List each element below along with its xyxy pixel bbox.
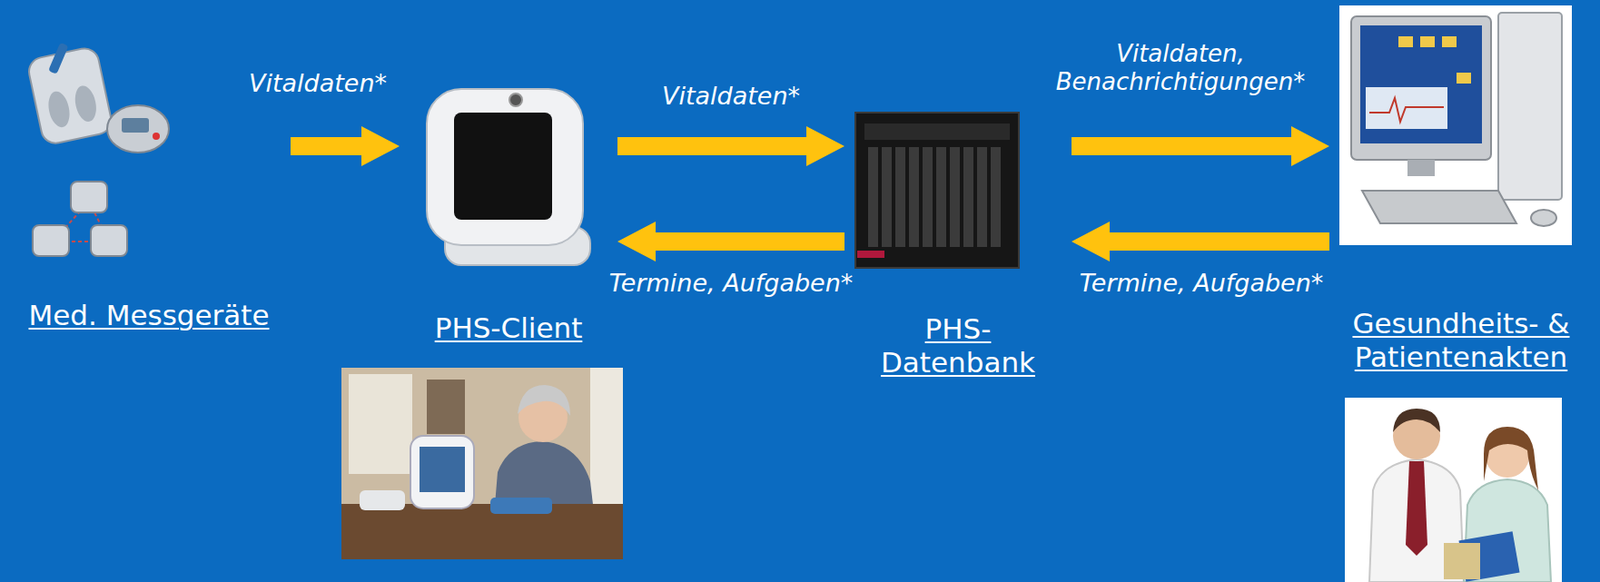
blade (990, 147, 1001, 247)
blade (922, 147, 933, 247)
sensor-box (90, 225, 128, 257)
component-label: Med. Messgeräte (28, 298, 269, 333)
flow-label: Vitaldaten* (248, 69, 387, 99)
photo-background (341, 367, 623, 560)
monitor-screen (1360, 25, 1482, 144)
blade (895, 147, 906, 247)
picture-frame (426, 379, 465, 435)
blade (908, 147, 919, 247)
doctor-hair (1392, 408, 1441, 433)
flow-arrow (617, 126, 845, 167)
mouse (1530, 209, 1557, 227)
meter-device (107, 105, 169, 153)
table (341, 503, 623, 560)
medical-devices (24, 35, 169, 257)
folder (1443, 543, 1481, 580)
blade (936, 147, 947, 247)
rack-body (855, 112, 1019, 268)
folder-icon (1456, 72, 1472, 84)
server-rack (855, 112, 1019, 268)
monitor-stand (1407, 159, 1435, 177)
flow-label: Termine, Aufgaben* (609, 268, 854, 298)
component-label: Gesundheits- & Patientenakten (1331, 306, 1591, 375)
device-housing (426, 88, 583, 246)
flow-arrow (1071, 221, 1330, 262)
monitor-frame (1351, 16, 1492, 160)
client-screen-small (419, 446, 465, 493)
blade-slots (868, 147, 1001, 247)
sensor-box (32, 225, 70, 257)
photo-background (1344, 397, 1562, 582)
component-node: PHS- Datenbank (844, 108, 1072, 380)
meter-screen (121, 118, 149, 133)
component-node: Gesundheits- & Patientenakten (1329, 3, 1593, 375)
folder-icon (1420, 36, 1435, 48)
client-device-small (410, 435, 475, 509)
rack-accent (857, 250, 885, 258)
device-body (26, 46, 114, 147)
component-node: PHS-Client (399, 83, 618, 346)
tower-case (1498, 12, 1562, 200)
flow-arrow (290, 126, 400, 167)
device-handle (48, 42, 69, 75)
foot-pad (45, 89, 73, 130)
component-label: PHS- Datenbank (862, 312, 1054, 380)
foot-pad (71, 83, 99, 124)
sensor-box (70, 181, 108, 213)
component-label: PHS-Client (434, 311, 583, 346)
doctors-photo (1344, 397, 1562, 582)
blade (881, 147, 892, 247)
device-screen (454, 112, 553, 220)
patient-photo (341, 367, 623, 560)
component-node: Med. Messgeräte (7, 36, 291, 333)
flow-arrow (617, 221, 845, 262)
cuff-device (359, 490, 405, 511)
blade (949, 147, 960, 247)
window (348, 374, 413, 475)
ecg-line (1369, 98, 1444, 122)
client-device (426, 88, 591, 266)
doctor-tie (1405, 461, 1428, 556)
computer-illustration (1339, 5, 1572, 246)
blade (963, 147, 974, 247)
health-panel (1365, 87, 1448, 129)
flow-label: Vitaldaten, Benachrichtigungen* (1035, 39, 1326, 97)
rack-top (864, 123, 1010, 140)
meter-button (152, 132, 160, 140)
image-background (1339, 5, 1572, 246)
patient-hair (517, 385, 571, 416)
folder-icon (1441, 36, 1457, 48)
meter-small (490, 497, 553, 514)
device-camera (509, 93, 523, 107)
blade (977, 147, 988, 247)
flow-label: Vitaldaten* (661, 81, 800, 111)
flow-label: Termine, Aufgaben* (1079, 268, 1324, 298)
blade (868, 147, 879, 247)
folder-icon (1398, 36, 1413, 48)
scale-device (24, 35, 115, 147)
keyboard (1362, 190, 1517, 224)
nurse-hair (1483, 426, 1539, 491)
flow-arrow (1071, 126, 1330, 167)
